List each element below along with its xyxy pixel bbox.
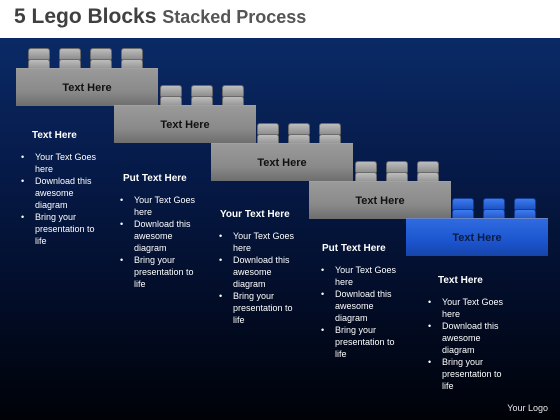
block-studs [26, 48, 150, 72]
bullet-item: Download this awesome diagram [21, 175, 108, 211]
bullet-list: Your Text Goes here Download this awesom… [115, 194, 207, 290]
bullet-item: Download this awesome diagram [428, 320, 515, 356]
diagram-stage: Text Here Text Here Text Here Text Here [0, 38, 560, 420]
bullet-item: Bring your presentation to life [428, 356, 515, 392]
block-label: Text Here [114, 105, 256, 143]
bullet-list: Your Text Goes here Download this awesom… [423, 296, 515, 392]
text-block-1: Text Here Your Text Goes here Download t… [16, 130, 108, 247]
bullet-item: Your Text Goes here [120, 194, 207, 218]
text-block-4: Put Text Here Your Text Goes here Downlo… [316, 243, 408, 360]
title-soft: Stacked Process [162, 7, 307, 27]
text-block-3: Your Text Here Your Text Goes here Downl… [214, 209, 306, 326]
bullet-item: Bring your presentation to life [219, 290, 306, 326]
bullet-item: Your Text Goes here [219, 230, 306, 254]
block-studs [221, 123, 345, 147]
bullet-list: Your Text Goes here Download this awesom… [214, 230, 306, 326]
bullet-item: Download this awesome diagram [120, 218, 207, 254]
text-block-heading: Put Text Here [123, 173, 187, 184]
lego-block-1: Text Here [16, 48, 158, 106]
block-studs [416, 198, 540, 222]
text-block-2: Put Text Here Your Text Goes here Downlo… [115, 173, 207, 290]
bullet-item: Your Text Goes here [428, 296, 515, 320]
lego-block-5: Text Here [406, 198, 548, 256]
block-label: Text Here [16, 68, 158, 106]
bullet-list: Your Text Goes here Download this awesom… [316, 264, 408, 360]
bullet-item: Your Text Goes here [21, 151, 108, 175]
title-strong: 5 Lego Blocks [14, 5, 157, 28]
bullet-list: Your Text Goes here Download this awesom… [16, 151, 108, 247]
footer-logo-text: Your Logo [507, 403, 548, 413]
text-block-heading: Text Here [438, 275, 483, 286]
bullet-item: Download this awesome diagram [219, 254, 306, 290]
slide-title: 5 Lego Blocks Stacked Process [14, 5, 306, 29]
block-label: Text Here [309, 181, 451, 219]
block-studs [124, 85, 248, 109]
title-bar: 5 Lego Blocks Stacked Process [0, 0, 560, 38]
lego-block-2: Text Here [114, 85, 256, 143]
lego-block-4: Text Here [309, 161, 451, 219]
block-label: Text Here [211, 143, 353, 181]
bullet-item: Bring your presentation to life [120, 254, 207, 290]
text-block-5: Text Here Your Text Goes here Download t… [423, 275, 515, 392]
text-block-heading: Put Text Here [322, 243, 386, 254]
text-block-heading: Text Here [32, 130, 77, 141]
text-block-heading: Your Text Here [220, 209, 290, 220]
bullet-item: Download this awesome diagram [321, 288, 408, 324]
block-label: Text Here [406, 218, 548, 256]
bullet-item: Bring your presentation to life [321, 324, 408, 360]
bullet-item: Bring your presentation to life [21, 211, 108, 247]
bullet-item: Your Text Goes here [321, 264, 408, 288]
lego-block-3: Text Here [211, 123, 353, 181]
block-studs [319, 161, 443, 185]
